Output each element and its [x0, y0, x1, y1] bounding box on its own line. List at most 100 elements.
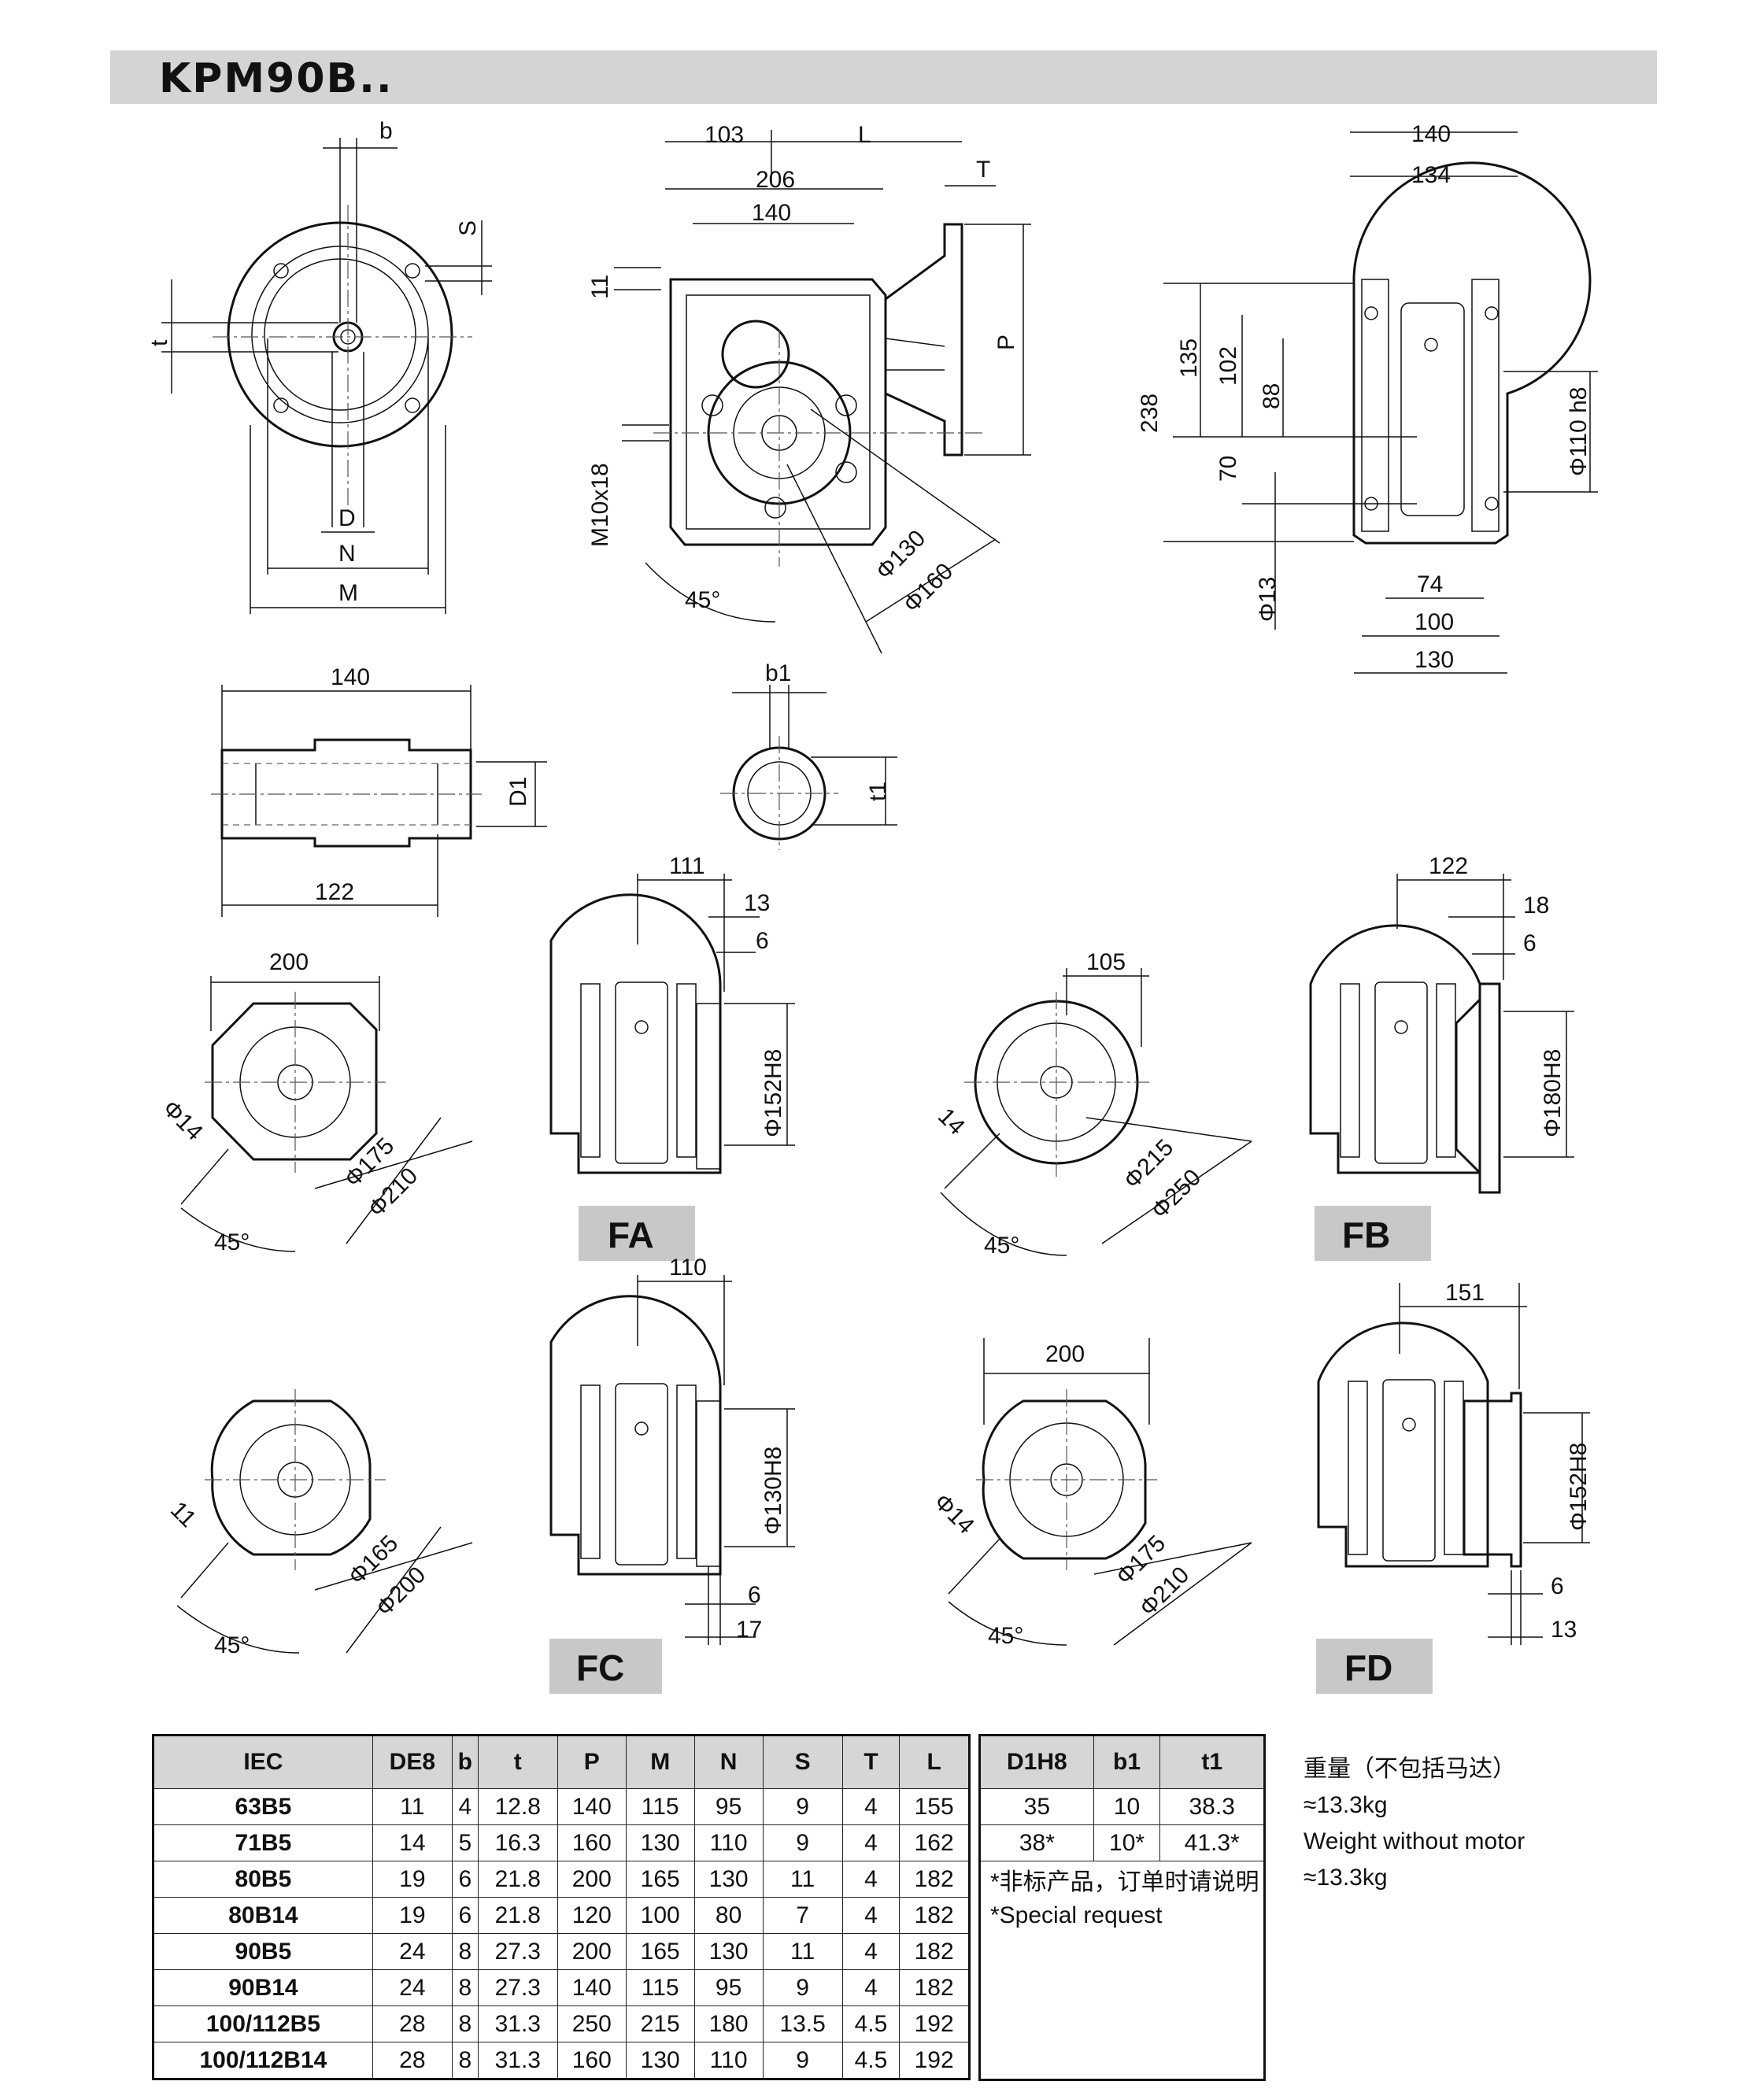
spacer-row [979, 2042, 1265, 2080]
table-cell: 35 [979, 1788, 1094, 1825]
fa-dim-phi152h8: Φ152H8 [760, 1049, 786, 1137]
table-cell: 160 [557, 2042, 627, 2079]
table-cell: 13.5 [762, 2005, 843, 2042]
table-cell: 130 [693, 1861, 764, 1898]
fc-dim-11: 11 [165, 1497, 201, 1532]
table-cell: 9 [762, 1824, 843, 1861]
dim-t-flange: T [976, 157, 990, 183]
dim-11: 11 [587, 275, 613, 299]
weight-zh-value: ≈13.3kg [1304, 1792, 1388, 1818]
special-request-note: *Special request [979, 1898, 1265, 1934]
table-cell: 130 [625, 2042, 695, 2079]
col-header: N [693, 1735, 764, 1789]
fb-label-box [1315, 1206, 1431, 1261]
dim-m: M [338, 580, 358, 606]
table-cell: 200 [557, 1933, 627, 1970]
col-header: t [477, 1735, 558, 1789]
table-cell: 10* [1093, 1824, 1161, 1861]
shaft-view: 140 122 D1 [211, 664, 547, 917]
table-header-row: D1H8 b1 t1 [979, 1735, 1265, 1789]
table-cell: 41.3* [1159, 1824, 1265, 1861]
col-header: P [557, 1735, 627, 1789]
fd-dim-phi152h8: Φ152H8 [1566, 1443, 1592, 1531]
note-row: *非标产品，订单时请说明 [979, 1861, 1265, 1898]
spacer-cell [979, 1970, 1265, 2006]
dim-140-top: 140 [752, 200, 791, 226]
table-cell: 182 [899, 1969, 970, 2006]
fc-dim-45deg: 45° [214, 1632, 250, 1658]
table-cell: 182 [899, 1897, 970, 1934]
table-row: 38*10*41.3* [979, 1824, 1265, 1861]
table-cell: 11 [762, 1933, 843, 1970]
weight-zh-label: 重量（不包括马达） [1304, 1756, 1516, 1782]
dim-m10x18: M10x18 [587, 463, 613, 547]
fd-dim-200: 200 [1045, 1341, 1085, 1367]
table-cell: 110 [693, 2042, 764, 2079]
flange-fc: 11 Φ165 Φ200 45° 110 Φ130H8 6 17 FC [165, 1255, 795, 1694]
col-header: IEC [153, 1735, 373, 1789]
fb-dim-45deg: 45° [984, 1233, 1019, 1259]
dim-103: 103 [704, 122, 744, 148]
dim-206: 206 [756, 167, 795, 193]
spacer-cell [979, 2042, 1265, 2080]
dim-122-shaft: 122 [315, 879, 354, 905]
table-cell: 180 [693, 2005, 764, 2042]
table-cell: 4 [841, 1897, 900, 1934]
fa-label-box [579, 1206, 695, 1261]
dim-d: D [338, 505, 356, 531]
fd-dim-45deg: 45° [988, 1623, 1023, 1649]
spacer-row [979, 1970, 1265, 2006]
table-cell: 28 [372, 2005, 453, 2042]
table-cell: 10 [1093, 1788, 1161, 1825]
table-cell: 140 [557, 1969, 627, 2006]
fb-dim-18: 18 [1523, 893, 1549, 919]
table-cell: 162 [899, 1824, 970, 1861]
table-cell: 100/112B5 [153, 2005, 373, 2042]
table-cell: 140 [557, 1788, 627, 1825]
side-view: 103 L 206 T 140 11 P M10x18 Φ130 Φ160 45… [587, 122, 1031, 654]
col-header: S [762, 1735, 843, 1789]
table-cell: 11 [372, 1788, 453, 1825]
table-cell: 8 [451, 1969, 479, 2006]
fb-dim-105: 105 [1086, 949, 1126, 975]
note-row: *Special request [979, 1898, 1265, 1934]
table-cell: 100 [625, 1897, 695, 1934]
table-cell: 38* [979, 1824, 1094, 1861]
table-cell: 6 [451, 1861, 479, 1898]
spacer-cell [979, 1934, 1265, 1970]
fc-dim-17: 17 [736, 1617, 762, 1643]
dim-n: N [338, 541, 356, 567]
table-cell: 9 [762, 1969, 843, 2006]
table-cell: 4 [841, 1933, 900, 1970]
fc-label-box [549, 1639, 662, 1694]
spacer-row [979, 1934, 1265, 1970]
table-cell: 90B5 [153, 1933, 373, 1970]
table-cell: 9 [762, 2042, 843, 2079]
table-cell: 4 [841, 1824, 900, 1861]
table-cell: 8 [451, 2042, 479, 2079]
table-cell: 192 [899, 2042, 970, 2079]
fa-dim-45deg: 45° [214, 1229, 250, 1255]
dim-l: L [858, 122, 871, 148]
flange-fb: 105 14 Φ215 Φ250 45° 122 18 6 Φ180H8 FB [933, 853, 1574, 1261]
weight-info: 重量（不包括马达） ≈13.3kg Weight without motor ≈… [1304, 1751, 1525, 1896]
fa-dim-phi14: Φ14 [157, 1096, 208, 1146]
title-bar: KPM90B.. [110, 50, 1657, 104]
table-cell: 8 [451, 2005, 479, 2042]
table-cell: 95 [693, 1788, 764, 1825]
table-cell: 19 [372, 1897, 453, 1934]
table-cell: 100/112B14 [153, 2042, 373, 2079]
weight-en-label: Weight without motor [1304, 1828, 1525, 1854]
fb-dim-phi180h8: Φ180H8 [1540, 1049, 1566, 1137]
fa-dim-200: 200 [269, 949, 309, 975]
dim-135: 135 [1176, 338, 1202, 378]
table-cell: 130 [625, 1824, 695, 1861]
fd-label: FD [1344, 1647, 1392, 1688]
table-cell: 120 [557, 1897, 627, 1934]
fc-label: FC [576, 1647, 624, 1688]
